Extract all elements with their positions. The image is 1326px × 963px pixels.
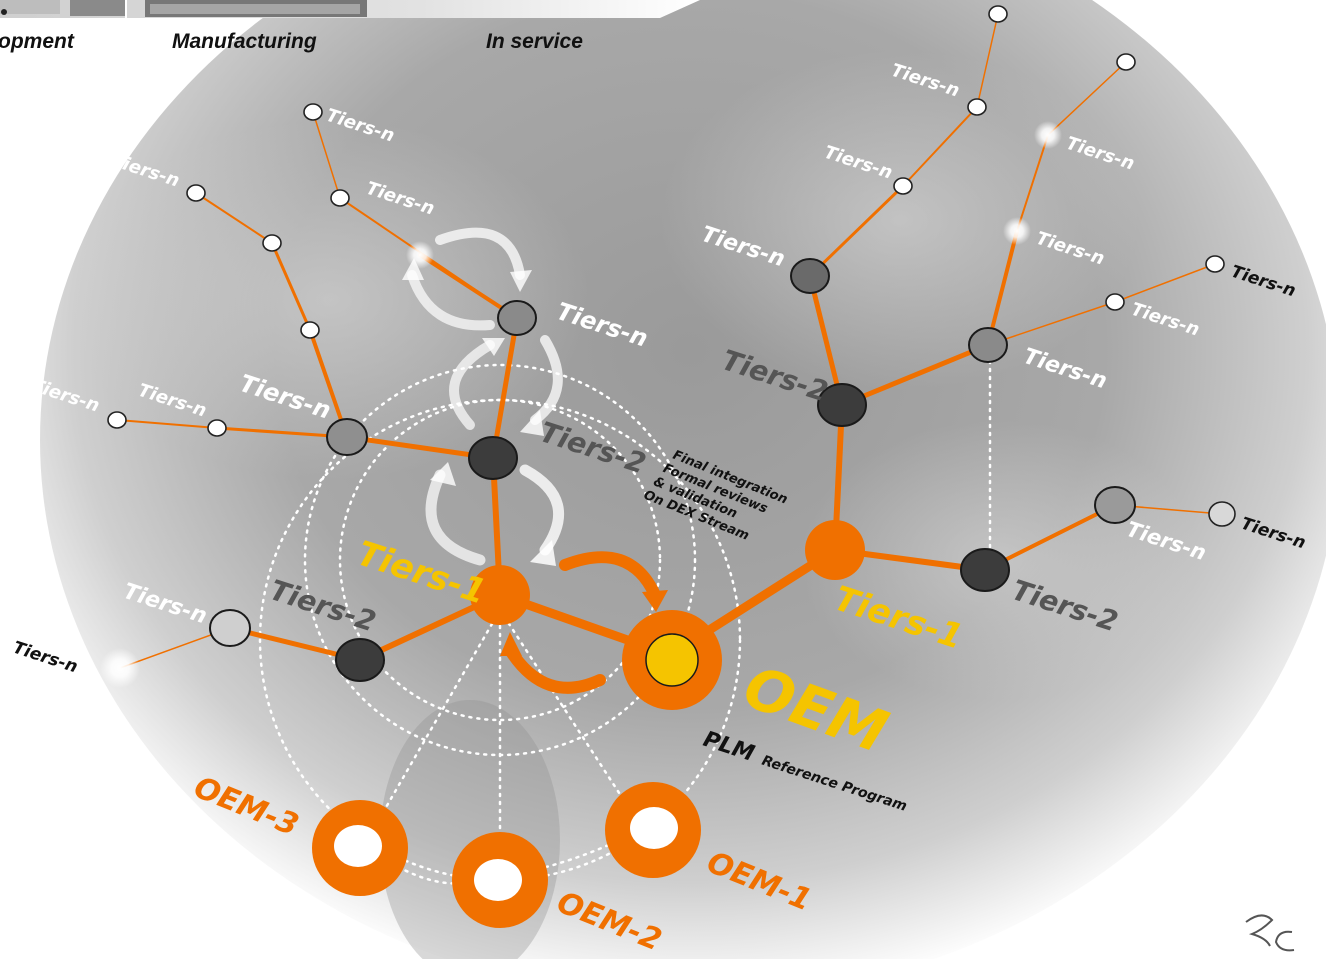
top-banner (0, 0, 700, 18)
stage-label-in-service: In service (486, 30, 583, 53)
exchange-arrows-white (402, 227, 565, 566)
tier-1-nodes (470, 520, 865, 625)
outline-nodes (107, 5, 1236, 527)
label-tiers-n: Tiers-n (10, 638, 80, 678)
glow-nodes (100, 121, 1062, 688)
stage-label-manufacturing: Manufacturing (172, 30, 317, 53)
oem-satellite-nodes (312, 782, 701, 928)
stage-label-development: opment (0, 30, 74, 53)
brand-logo (1245, 914, 1295, 952)
exchange-arrows-orange (500, 551, 668, 694)
oem-node (622, 610, 722, 710)
tier-nodes (209, 258, 1136, 682)
